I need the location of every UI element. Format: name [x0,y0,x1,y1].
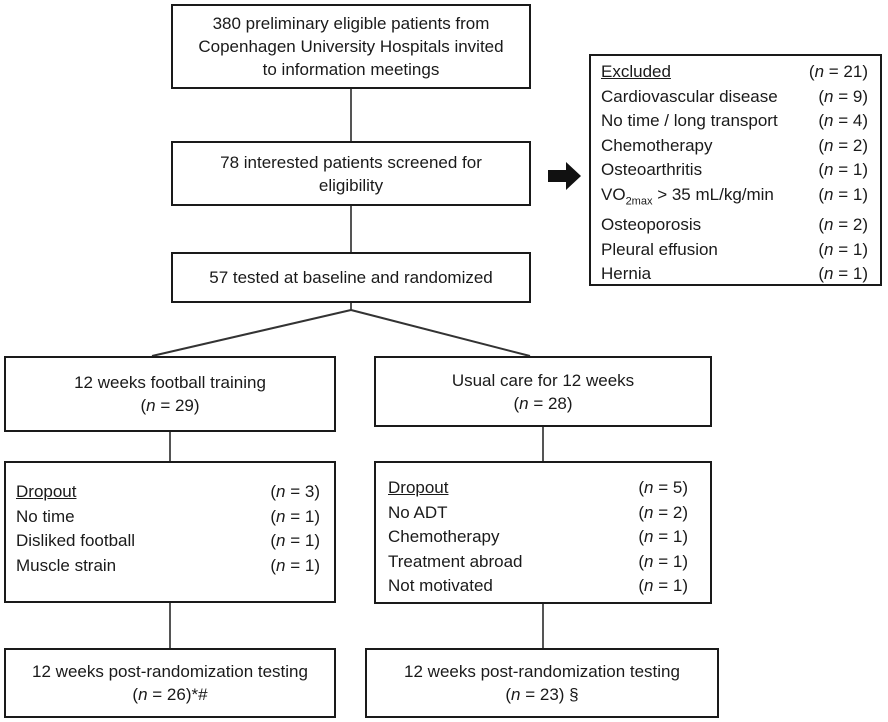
dropout-right-item: No ADT (n = 2) [388,501,688,526]
excluded-item-count: (n = 1) [818,184,868,204]
dropout-left-item-label: Disliked football [16,531,136,550]
excluded-item: Hernia (n = 1) [601,262,868,287]
dropout-right-item: Treatment abroad (n = 1) [388,550,688,575]
connector-split-right [350,309,531,357]
excluded-item: Cardiovascular disease (n = 9) [601,85,868,110]
box-dropout-right: Dropout (n = 5) No ADT (n = 2) Chemother… [374,461,712,604]
randomized-text: 57 tested at baseline and randomized [209,268,493,287]
box-football-training: 12 weeks football training (n = 29) [4,356,336,432]
dropout-right-item: Chemotherapy (n = 1) [388,525,688,550]
box-usual-care: Usual care for 12 weeks (n = 28) [374,356,712,427]
dropout-right-item-count: (n = 1) [638,527,688,546]
dropout-right-header: Dropout [388,478,449,497]
excluded-item-count: (n = 9) [818,86,868,106]
dropout-right-item-count: (n = 1) [638,576,688,595]
dropout-right-item-count: (n = 2) [638,502,688,522]
excluded-item-count: (n = 1) [818,160,868,179]
dropout-left-item-count: (n = 1) [270,531,320,550]
dropout-left-item-count: (n = 1) [270,555,320,575]
excluded-header: Excluded [601,62,671,81]
football-count: (n = 29) [140,396,200,415]
invited-line-2: Copenhagen University Hospitals invited [198,37,504,56]
dropout-left-item-label: No time [16,506,75,526]
post-left-count: (n = 26)*# [132,685,208,704]
post-right-title: 12 weeks post-randomization testing [404,662,680,681]
box-post-testing-right: 12 weeks post-randomization testing (n =… [365,648,719,718]
screened-line-1: 78 interested patients screened for [220,152,482,172]
football-title: 12 weeks football training [74,373,266,392]
connector-split-left [151,309,352,357]
excluded-item-count: (n = 2) [818,215,868,235]
dropout-right-item-label: No ADT [388,502,448,522]
box-excluded: Excluded (n = 21) Cardiovascular disease… [589,54,882,286]
dropout-right-item-label: Treatment abroad [388,551,523,571]
dropout-right-item-label: Not motivated [388,576,493,595]
dropout-right-item-label: Chemotherapy [388,527,500,546]
dropout-left-header: Dropout [16,482,77,501]
excluded-item-count: (n = 2) [818,135,868,155]
dropout-left-item: No time (n = 1) [16,505,320,530]
box-screened: 78 interested patients screened for elig… [171,141,531,206]
excluded-item-label: Cardiovascular disease [601,86,778,106]
excluded-item: No time / long transport (n = 4) [601,109,868,134]
invited-line-1: 380 preliminary eligible patients from [212,14,490,33]
dropout-right-item-count: (n = 1) [638,551,688,571]
dropout-left-header-count: (n = 3) [270,482,320,501]
usual-care-title: Usual care for 12 weeks [451,370,635,390]
post-right-count: (n = 23) § [505,685,579,704]
invited-line-3: to information meetings [262,60,440,79]
dropout-left-item: Disliked football (n = 1) [16,529,320,554]
dropout-right-header-row: Dropout (n = 5) [388,476,688,501]
excluded-item-label: Chemotherapy [601,135,713,155]
excluded-item-label: VO2max > 35 mL/kg/min [601,184,774,207]
excluded-header-count: (n = 21) [808,62,868,81]
excluded-item-label: Hernia [601,264,652,284]
arrow-right-icon [548,162,581,190]
excluded-item: Chemotherapy (n = 2) [601,134,868,159]
box-invited: 380 preliminary eligible patients from C… [171,4,531,89]
dropout-left-item-count: (n = 1) [270,506,320,526]
screened-line-2: eligibility [318,175,384,195]
usual-care-count: (n = 28) [513,393,573,413]
dropout-right-item: Not motivated (n = 1) [388,574,688,599]
post-left-title: 12 weeks post-randomization testing [32,662,308,681]
dropout-left-item-label: Muscle strain [16,555,117,575]
excluded-item: Pleural effusion (n = 1) [601,238,868,263]
box-randomized: 57 tested at baseline and randomized [171,252,531,303]
excluded-item: VO2max > 35 mL/kg/min (n = 1) [601,183,868,214]
excluded-item: Osteoporosis (n = 2) [601,213,868,238]
excluded-item-count: (n = 4) [818,111,868,130]
box-dropout-left: Dropout (n = 3) No time (n = 1) Disliked… [4,461,336,603]
excluded-item-count: (n = 1) [818,264,868,284]
excluded-item-count: (n = 1) [818,239,868,259]
dropout-left-item: Muscle strain (n = 1) [16,554,320,579]
excluded-item-label: Pleural effusion [601,239,718,259]
excluded-item: Osteoarthritis (n = 1) [601,158,868,183]
dropout-left-header-row: Dropout (n = 3) [16,480,320,505]
dropout-right-header-count: (n = 5) [638,478,688,497]
excluded-item-label: Osteoarthritis [601,160,703,179]
excluded-item-label: Osteoporosis [601,215,702,235]
excluded-header-row: Excluded (n = 21) [601,60,868,85]
box-post-testing-left: 12 weeks post-randomization testing (n =… [4,648,336,718]
excluded-item-label: No time / long transport [601,111,778,130]
